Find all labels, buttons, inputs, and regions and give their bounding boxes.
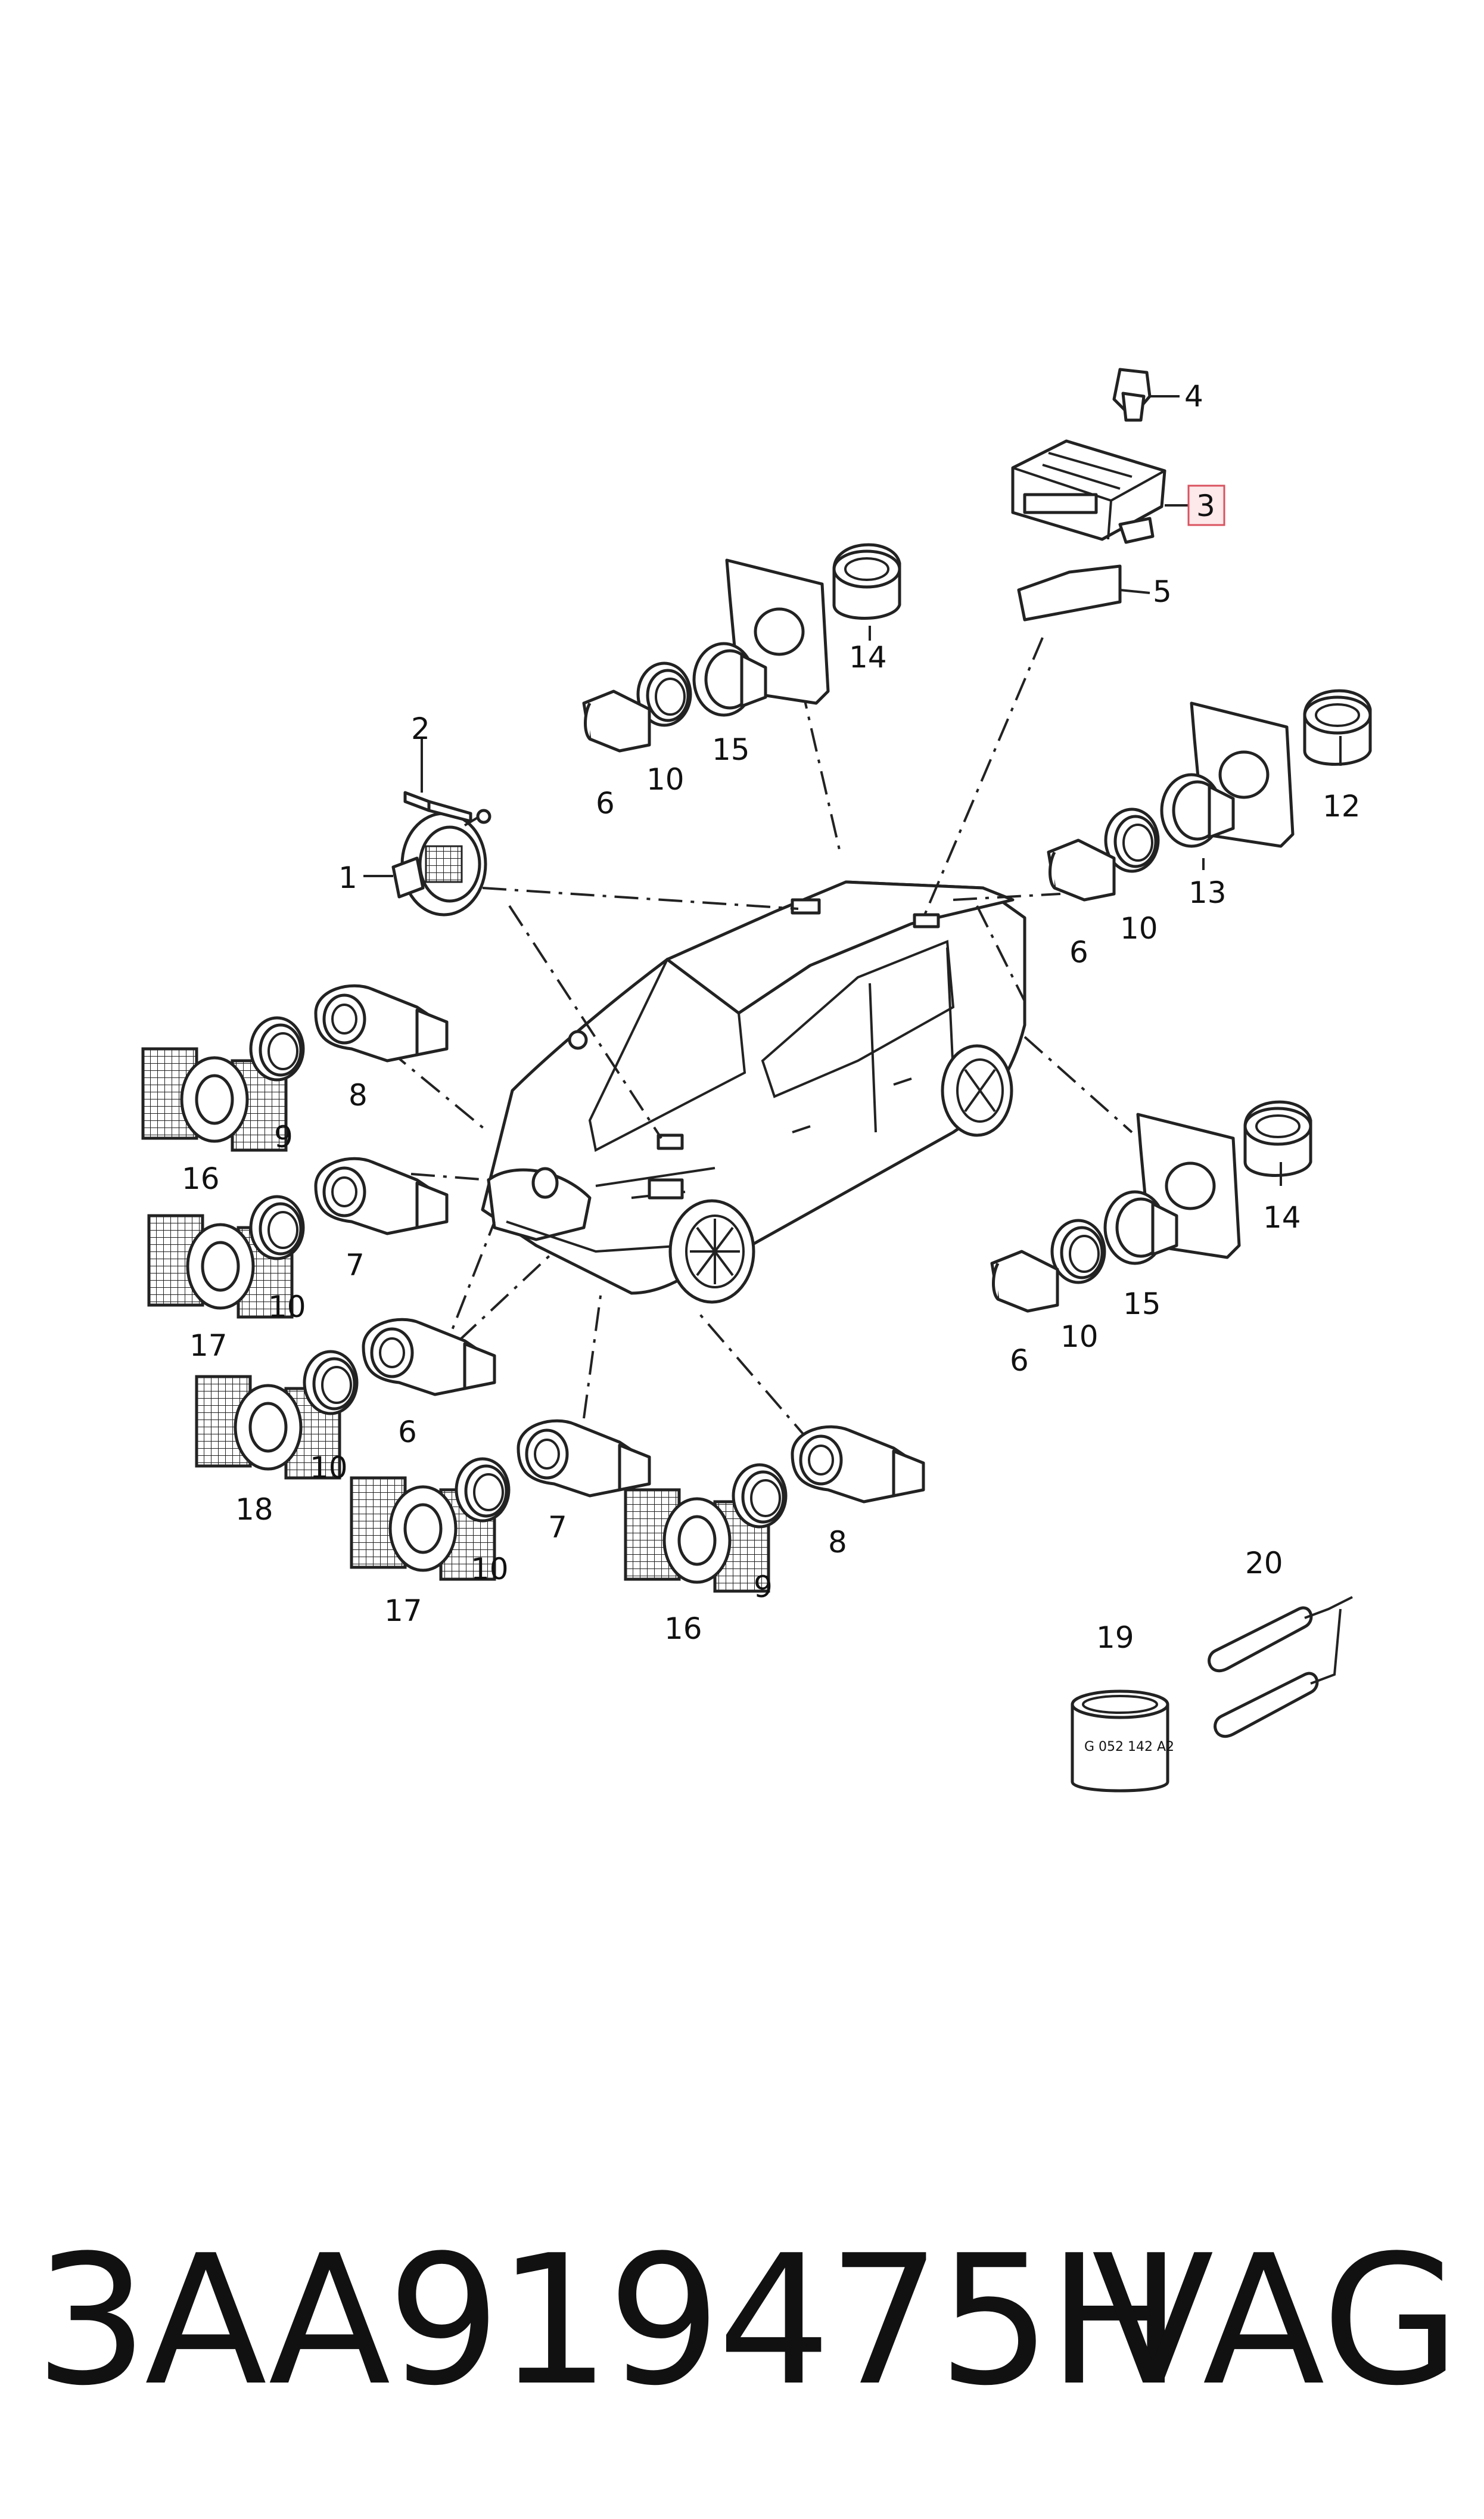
part-3-control-unit (1011, 439, 1166, 544)
callout-3: 3 (1196, 489, 1215, 523)
callout-14-lower: 14 (1263, 1200, 1301, 1235)
part-5-pad (1017, 564, 1122, 622)
callout-7-b: 7 (548, 1510, 567, 1545)
callout-18: 18 (235, 1492, 273, 1527)
callout-15-lower: 15 (1123, 1287, 1161, 1321)
callout-4: 4 (1184, 379, 1203, 414)
callout-9-a: 9 (274, 1120, 293, 1154)
callout-10-c: 10 (310, 1450, 348, 1485)
vehicle-outline (481, 880, 1026, 1304)
callout-20: 20 (1245, 1546, 1283, 1580)
callout-16-a: 16 (182, 1161, 220, 1196)
front-sensor-set-1 (143, 986, 447, 1150)
callout-13: 13 (1189, 875, 1227, 910)
callout-15-top: 15 (712, 732, 750, 767)
part-2-screw (403, 791, 472, 823)
callout-7-a: 7 (346, 1248, 365, 1282)
callout-16-b: 16 (664, 1611, 702, 1646)
callout-6-top: 6 (596, 786, 615, 821)
rear-right-sensor-set (1049, 691, 1370, 900)
callout-6-lower: 6 (1010, 1343, 1029, 1378)
callout-2: 2 (411, 712, 430, 746)
callout-8-a: 8 (349, 1078, 368, 1113)
callout-leaders (363, 395, 1342, 1186)
callout-10-lower: 10 (1060, 1319, 1099, 1354)
callout-labels: 1 2 3 4 5 6 10 15 14 12 13 10 6 14 15 10… (182, 379, 1361, 1655)
callout-17-b: 17 (384, 1594, 422, 1628)
callout-5: 5 (1153, 574, 1172, 609)
footer: 3AA919475H VAG (0, 2232, 1484, 2411)
callout-14-top: 14 (849, 640, 887, 675)
part-1-buzzer (391, 809, 491, 917)
part-number: 3AA919475H (35, 2217, 1182, 2425)
callout-19: 19 (1096, 1620, 1134, 1655)
callout-6-front: 6 (398, 1415, 417, 1449)
callout-1: 1 (338, 861, 357, 895)
callout-10-top: 10 (646, 762, 685, 797)
callout-6-right: 6 (1069, 935, 1088, 970)
front-sensor-set-5 (626, 1427, 923, 1591)
brand-label: VAG (1091, 2217, 1460, 2425)
part-4-rivet (1112, 368, 1152, 422)
parts-diagram: G 052 142 A2 1 2 3 4 5 6 10 15 14 12 13 … (0, 368, 1484, 1793)
leader-lines (386, 637, 1133, 1443)
tube-label: G 052 142 A2 (1084, 1740, 1174, 1754)
callout-3-highlight (1187, 484, 1225, 526)
part-20-sensors (1208, 1596, 1353, 1738)
callout-12: 12 (1323, 789, 1361, 824)
callout-10-b: 10 (268, 1290, 306, 1324)
callout-10-d: 10 (471, 1552, 509, 1586)
part-19-tube: G 052 142 A2 (1071, 1689, 1174, 1793)
callout-10-right: 10 (1120, 911, 1158, 946)
callout-9-b: 9 (754, 1570, 773, 1604)
callout-8-b: 8 (828, 1525, 847, 1560)
callout-17-a: 17 (189, 1328, 228, 1363)
